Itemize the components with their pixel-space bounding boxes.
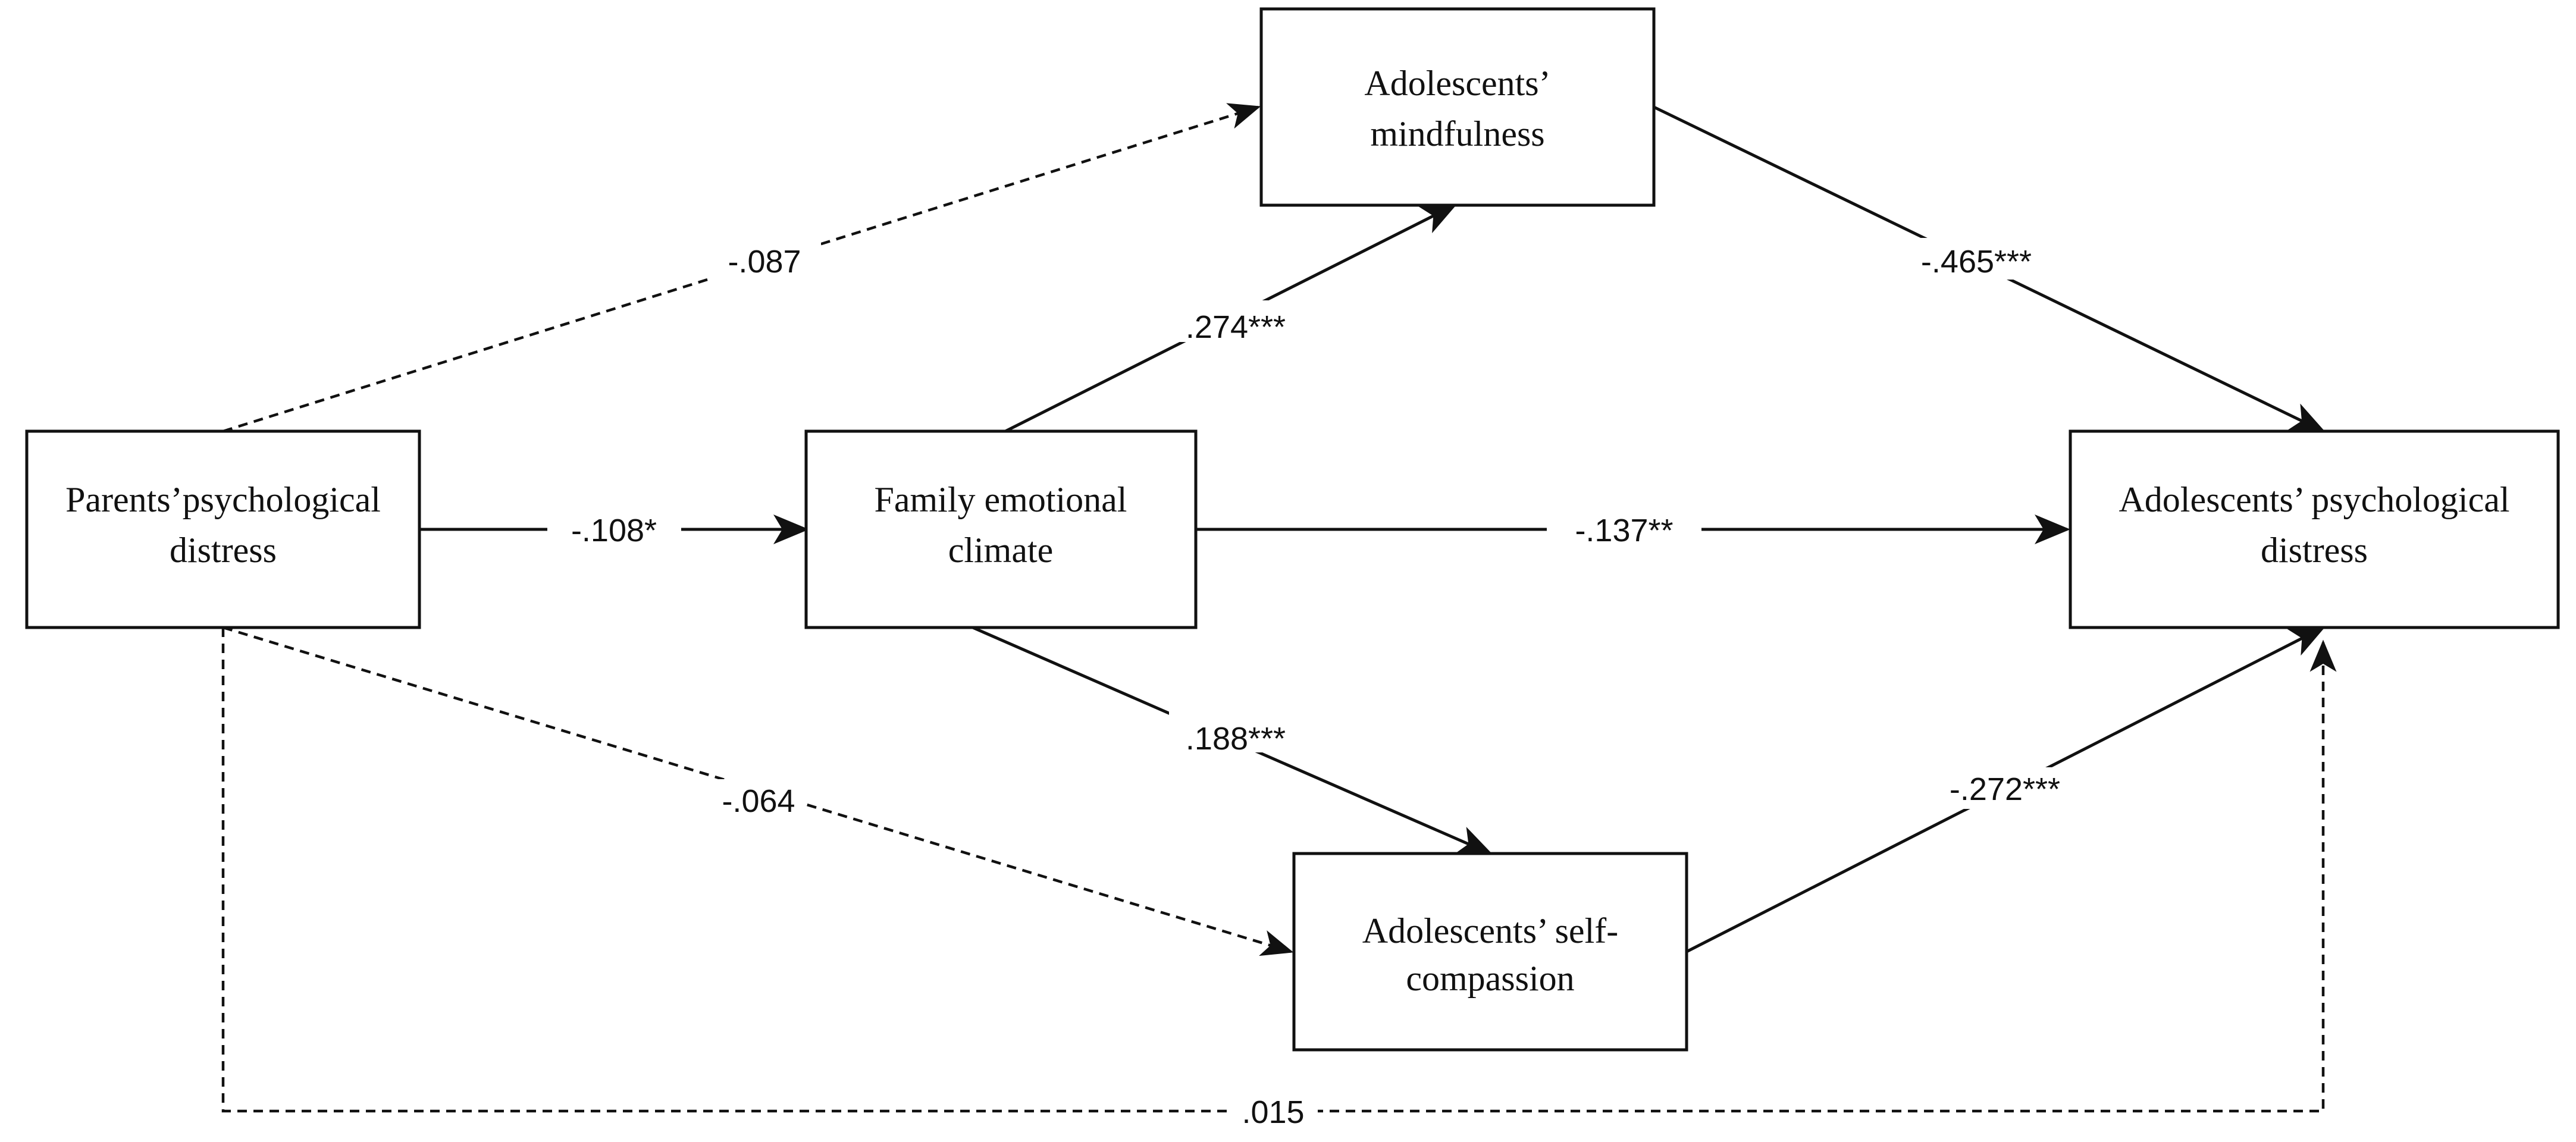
- coef-family-to-mindfulness-text: .274***: [1186, 309, 1286, 345]
- node-mindfulness-line2: mindfulness: [1370, 114, 1544, 153]
- node-family-climate-line1: Family emotional: [875, 480, 1127, 519]
- path-parents-to-selfcompassion: [222, 626, 1294, 956]
- coef-family-to-mindfulness: .274***: [1169, 300, 1303, 345]
- svg-text:climate: climate: [948, 531, 1054, 570]
- node-mindfulness: Adolescents’ mindfulness: [1259, 7, 1656, 207]
- coef-selfcompassion-to-adolescent: -.272***: [1933, 767, 2076, 809]
- svg-text:Adolescents’: Adolescents’: [1364, 64, 1550, 103]
- node-parents-distress-line2: distress: [170, 531, 277, 570]
- coef-family-to-selfcompassion: .188***: [1169, 711, 1303, 757]
- node-mindfulness-line1: Adolescents’: [1364, 64, 1550, 103]
- node-parents-distress-line1: Parents’psychological: [65, 480, 381, 519]
- path-parents-to-mindfulness: [222, 103, 1261, 433]
- coef-parents-to-adolescent-text: .015: [1242, 1094, 1304, 1130]
- svg-text:Parents’psychological: Parents’psychological: [65, 480, 381, 519]
- coef-parents-to-family-text: -.108*: [571, 513, 657, 548]
- coef-parents-to-adolescent: .015: [1229, 1091, 1318, 1131]
- svg-text:compassion: compassion: [1406, 959, 1574, 998]
- svg-text:Adolescents’ self-: Adolescents’ self-: [1362, 911, 1618, 950]
- svg-text:distress: distress: [170, 531, 277, 570]
- coef-parents-to-mindfulness: -.087: [708, 238, 821, 280]
- coef-parents-to-family: -.108*: [547, 509, 681, 550]
- coef-selfcompassion-to-adolescent-text: -.272***: [1950, 771, 2060, 807]
- path-parents-to-adolescent: [221, 628, 2337, 1113]
- node-self-compassion-line2: compassion: [1406, 959, 1574, 998]
- coef-parents-to-selfcompassion-text: -.064: [722, 783, 795, 819]
- node-family-climate: Family emotional climate: [804, 429, 1198, 629]
- coef-family-to-selfcompassion-text: .188***: [1186, 721, 1286, 757]
- coef-family-to-adolescent: -.137**: [1547, 509, 1701, 550]
- svg-text:distress: distress: [2261, 531, 2368, 570]
- node-family-climate-line2: climate: [948, 531, 1054, 570]
- svg-text:mindfulness: mindfulness: [1370, 114, 1544, 153]
- svg-text:Family emotional: Family emotional: [875, 480, 1127, 519]
- node-adolescent-distress-line1: Adolescents’ psychological: [2119, 480, 2509, 519]
- node-adolescent-distress-line2: distress: [2261, 531, 2368, 570]
- coef-mindfulness-to-adolescent: -.465***: [1907, 238, 2047, 280]
- coef-parents-to-mindfulness-text: -.087: [728, 244, 801, 280]
- node-self-compassion-line1: Adolescents’ self-: [1362, 911, 1618, 950]
- node-parents-distress: Parents’psychological distress: [25, 429, 421, 629]
- coef-parents-to-selfcompassion: -.064: [711, 779, 806, 821]
- node-self-compassion: Adolescents’ self- compassion: [1292, 852, 1688, 1052]
- node-adolescent-distress: Adolescents’ psychological distress: [2069, 429, 2560, 629]
- coef-mindfulness-to-adolescent-text: -.465***: [1921, 244, 2032, 280]
- coef-family-to-adolescent-text: -.137**: [1575, 513, 1673, 548]
- svg-text:Adolescents’ psychological: Adolescents’ psychological: [2119, 480, 2509, 519]
